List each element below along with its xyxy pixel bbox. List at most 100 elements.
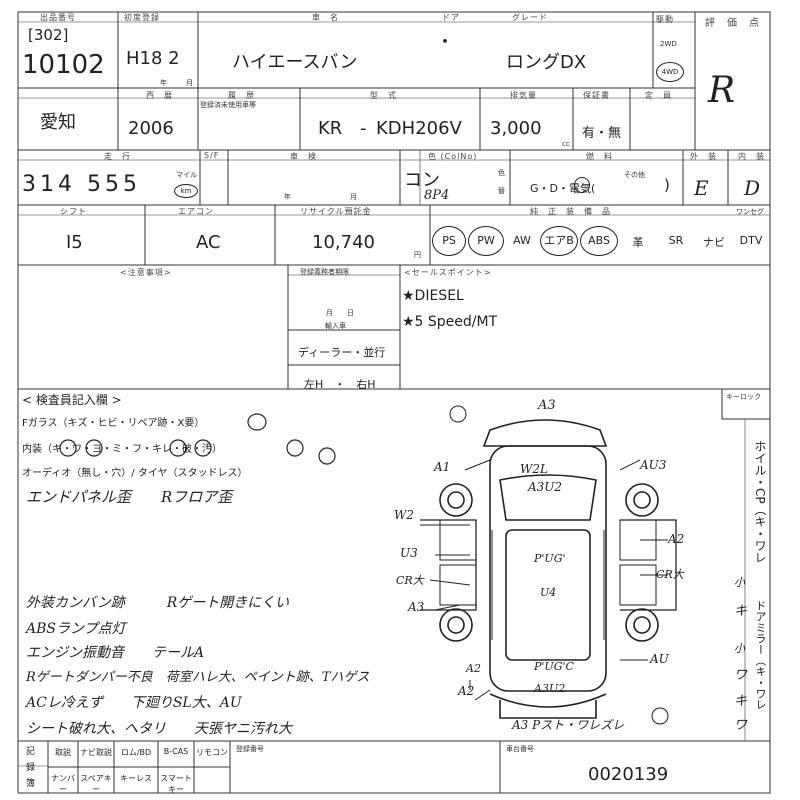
car-name: ハイエースバン xyxy=(232,52,358,73)
mark-cr-left: CR大 xyxy=(396,574,424,587)
recycle-label: リサイクル預託金 xyxy=(300,207,372,216)
mark-a3-left: A3 xyxy=(408,600,425,614)
audio-tire-line: オーディオ（無し・穴）/ タイヤ（スタッドレス） xyxy=(22,468,248,479)
strip-mark-2: キ xyxy=(734,604,748,619)
strip-mark-1: 小 xyxy=(734,576,745,589)
mark-a2-right: A2 xyxy=(668,532,685,546)
equipment-item: DTV xyxy=(739,234,763,247)
drive-label: 駆動 xyxy=(656,15,674,24)
door-dot: ・ xyxy=(436,32,454,53)
eval-label: 評 価 点 xyxy=(705,18,760,29)
fuel-label: 燃 料 xyxy=(586,152,613,161)
history-sub: 登録済未使用車等 xyxy=(200,101,256,109)
footer-item: B-CAS xyxy=(163,747,189,756)
color-label: 色 (ColNo) xyxy=(428,152,478,161)
wheel-cap-label: ホイル・CP（キ・ワレ xyxy=(753,440,767,564)
shift-label: シフト xyxy=(60,207,87,216)
door-mirror-label: ドアミラー（キ・ワレ xyxy=(754,600,767,710)
year-value: 2006 xyxy=(128,118,174,139)
ledger-label: 車台番号 xyxy=(506,745,534,753)
equipment-item: ナビ xyxy=(703,236,725,249)
mark-a3u2-rear: A3U2 xyxy=(534,682,566,695)
model-label: 型 式 xyxy=(370,91,397,100)
equipment-item: PS xyxy=(432,226,466,256)
inspector-note-4: エンジン振動音 テールA xyxy=(26,645,205,661)
reg-label: 初度登録 xyxy=(124,13,160,22)
car-diagram xyxy=(420,405,677,725)
equipment-extra-label: ワンセグ xyxy=(736,208,764,216)
reg-month-unit: 月 xyxy=(186,79,193,87)
interior-line: 内装（キ・ワ・ヨ・ミ・フ・キレ・破・汚） xyxy=(22,444,222,455)
mark-pugc: P'UG'C xyxy=(534,660,574,673)
owner-label: 登録義務者期限 xyxy=(300,268,349,276)
key-lock-label: キーロック xyxy=(726,393,761,401)
footer-item: スマートキー xyxy=(160,774,192,794)
footer-item: ナビ取説 xyxy=(80,748,112,757)
inspector-note-1: エンドパネル歪 Rフロア歪 xyxy=(26,488,233,506)
footer-item: リモコン xyxy=(196,748,228,757)
strip-mark-6: ワ xyxy=(734,718,748,733)
inspector-title: < 検査員記入欄 > xyxy=(22,393,122,407)
equipment-item: AW xyxy=(513,234,531,247)
mark-w2l: W2L xyxy=(520,462,548,476)
mark-au3: AU3 xyxy=(640,458,667,472)
inspect-label: 保証書 xyxy=(583,91,610,100)
reg-year-unit: 年 xyxy=(160,79,167,87)
equipment-item: PW xyxy=(468,226,504,256)
sales-point-1: ★DIESEL xyxy=(402,288,464,304)
mark-u3: U3 xyxy=(400,546,418,560)
disp-label: 排気量 xyxy=(510,91,537,100)
displacement: 3,000 xyxy=(490,118,542,139)
mileage: 314 555 xyxy=(22,172,141,197)
fuel-other-label: その他 xyxy=(624,171,645,179)
inspect2-label: 車 検 xyxy=(290,152,317,161)
drive-4wd-circled: 4WD xyxy=(656,62,684,82)
grade-value: ロングDX xyxy=(506,52,587,73)
mileage-unit: マイル xyxy=(176,171,197,179)
inspector-note-7: シート破れ大、ヘタリ 天張ヤニ汚れ大 xyxy=(26,721,292,737)
footer-label-b: 録 xyxy=(26,763,36,773)
footer-item: キーレス xyxy=(120,774,152,783)
lot-label: 出品番号 xyxy=(40,13,76,22)
ext-label: 外 装 xyxy=(690,152,717,161)
inspector-note-2: 外装カンバン跡 Rゲート開きにくい xyxy=(26,595,289,611)
disp-unit: cc xyxy=(562,140,570,148)
mark-w2: W2 xyxy=(394,508,414,522)
recycle-value: 10,740 xyxy=(312,232,375,253)
inspector-note-6: ACレ冷えず 下廻りSL大、AU xyxy=(26,695,242,711)
mark-a3-top: A3 xyxy=(538,398,556,413)
serial-label: 登録番号 xyxy=(236,745,264,753)
sales-label: <セールスポイント> xyxy=(404,268,492,277)
mark-a1: A1 xyxy=(434,460,451,474)
lot-prefix: [302] xyxy=(28,26,69,44)
footer-item: ナンバー xyxy=(51,774,75,794)
color-change-a: 色 xyxy=(498,169,505,177)
mark-rear-bumper: A3 Pスト・ワレズレ xyxy=(512,718,625,732)
color-change-b: 替 xyxy=(498,187,505,195)
door-label: ドア xyxy=(442,13,460,22)
mark-u4: U4 xyxy=(540,586,557,599)
region: 愛知 xyxy=(40,112,76,133)
color-value: コン xyxy=(404,170,440,191)
year-label: 西 暦 xyxy=(146,91,173,100)
steering-options: 左H ・ 右H xyxy=(304,378,376,391)
name-label: 車 名 xyxy=(312,13,339,22)
int-label: 内 装 xyxy=(738,152,765,161)
lot-number: 10102 xyxy=(22,50,105,80)
mileage-label: 走 行 xyxy=(104,152,131,161)
inspector-note-5: Rゲートダンパー不良 荷室ハレ大、ペイント跡、Tハゲス xyxy=(26,670,370,685)
equipment-item: SR xyxy=(668,234,684,247)
ac-value: AC xyxy=(196,232,221,253)
mileage-km-badge: km xyxy=(174,184,198,198)
ac-label: エアコン xyxy=(178,207,214,216)
recycle-unit: 円 xyxy=(414,251,421,259)
strip-mark-5: キ xyxy=(734,694,748,709)
inspect2-month-unit: 月 xyxy=(350,193,357,201)
model-dash: - xyxy=(360,118,367,139)
glass-line: Fガラス（キズ・ヒビ・リペア跡・X要） xyxy=(22,418,205,429)
color-sub: 8P4 xyxy=(424,188,450,203)
ledger-number: 0020139 xyxy=(588,764,669,785)
int-value: D xyxy=(744,176,761,200)
footer-label-a: 記 xyxy=(26,747,36,757)
